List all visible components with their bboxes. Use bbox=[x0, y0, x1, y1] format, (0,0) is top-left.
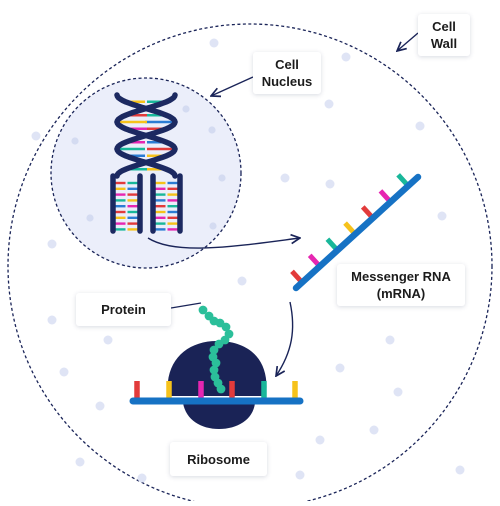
protein-chain-icon bbox=[198, 305, 234, 394]
protein-label-text: Protein bbox=[101, 302, 146, 317]
cell-wall-label-line-1: Cell bbox=[432, 19, 456, 34]
cytoplasm-dot bbox=[437, 211, 447, 221]
cell-nucleus-label: Cell Nucleus bbox=[253, 52, 321, 94]
cytoplasm-dot bbox=[95, 401, 105, 411]
protein-bead bbox=[198, 305, 208, 315]
nucleus-dot bbox=[209, 222, 217, 230]
dna-double-helix-icon bbox=[110, 92, 183, 234]
cytoplasm-dot bbox=[324, 99, 334, 109]
cell-nucleus-pointer-arrow bbox=[211, 76, 254, 96]
protein-bead bbox=[214, 339, 224, 349]
ribosome-label-text: Ribosome bbox=[187, 451, 250, 467]
cell-wall-label-line-2: Wall bbox=[430, 36, 458, 51]
cell-wall-outline bbox=[7, 23, 493, 506]
ribosome-label: Ribosome bbox=[170, 442, 267, 476]
cytoplasm-dot bbox=[280, 173, 290, 183]
cytoplasm-dot bbox=[315, 435, 325, 445]
cytoplasm-dot bbox=[103, 335, 113, 345]
cytoplasm-dot bbox=[47, 239, 57, 249]
nucleus-dot bbox=[218, 174, 226, 182]
cytoplasm-dots bbox=[31, 38, 465, 483]
cytoplasm-dot bbox=[341, 52, 351, 62]
cell-wall-pointer-arrow bbox=[397, 32, 419, 51]
protein-bead bbox=[216, 384, 226, 394]
cytoplasm-dot bbox=[237, 276, 247, 286]
nucleus-dot bbox=[208, 126, 216, 134]
protein-bead bbox=[209, 365, 219, 375]
cytoplasm-dot bbox=[295, 470, 305, 480]
translation-arrow bbox=[276, 301, 294, 376]
mrna-strand-icon bbox=[290, 173, 422, 292]
messenger-rna-label-line-2: (mRNA) bbox=[376, 286, 426, 301]
cytoplasm-dot bbox=[209, 38, 219, 48]
ribosome-small-subunit bbox=[183, 403, 255, 429]
nucleus-dots bbox=[71, 105, 226, 230]
protein-label: Protein bbox=[76, 293, 171, 326]
cytoplasm-dot bbox=[385, 335, 395, 345]
cytoplasm-dot bbox=[31, 131, 41, 141]
cytoplasm-dot bbox=[369, 425, 379, 435]
cytoplasm-dot bbox=[59, 367, 69, 377]
messenger-rna-label: Messenger RNA (mRNA) bbox=[337, 264, 465, 306]
cell-nucleus-label-line-2: Nucleus bbox=[261, 74, 313, 89]
cytoplasm-dot bbox=[47, 315, 57, 325]
cytoplasm-dot bbox=[335, 363, 345, 373]
nucleus-dot bbox=[86, 214, 94, 222]
transcription-arrow bbox=[147, 238, 300, 249]
cell-nucleus-outline bbox=[50, 77, 242, 269]
protein-bead bbox=[211, 358, 221, 368]
cytoplasm-dot bbox=[137, 473, 147, 483]
nucleus-dot bbox=[182, 105, 190, 113]
protein-pointer-line bbox=[170, 302, 202, 309]
cytoplasm-dot bbox=[455, 465, 465, 475]
cytoplasm-dot bbox=[325, 179, 335, 189]
cell-nucleus-label-line-1: Cell bbox=[275, 57, 299, 72]
cell-wall-label: Cell Wall bbox=[418, 14, 470, 56]
cytoplasm-dot bbox=[393, 387, 403, 397]
nucleus-dot bbox=[71, 137, 79, 145]
cytoplasm-dot bbox=[75, 457, 85, 467]
messenger-rna-label-line-1: Messenger RNA bbox=[351, 269, 451, 284]
protein-bead bbox=[221, 322, 231, 332]
cytoplasm-dot bbox=[415, 121, 425, 131]
protein-bead bbox=[209, 345, 219, 355]
